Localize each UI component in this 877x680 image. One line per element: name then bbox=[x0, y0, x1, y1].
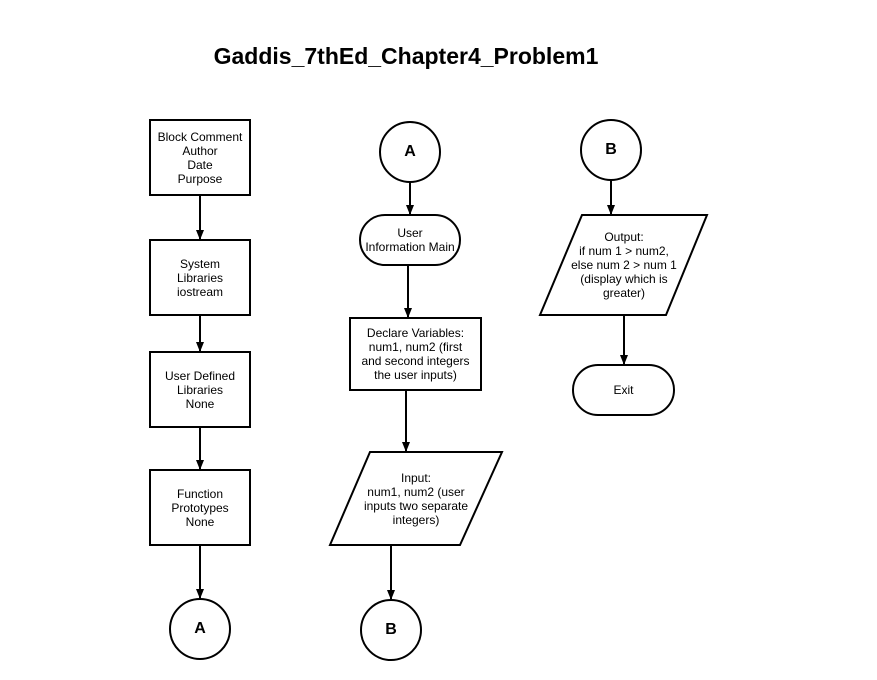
declare-variables-box bbox=[349, 317, 482, 391]
block-comment-label: Block Comment Author Date Purpose bbox=[157, 129, 243, 186]
exit-terminal bbox=[572, 364, 675, 416]
connector-b-out-label: B bbox=[385, 621, 397, 638]
output-label: Output: if num 1 > num2, else num 2 > nu… bbox=[571, 230, 677, 300]
user-libraries-label: User Defined Libraries None bbox=[164, 368, 236, 411]
connector-b-out-circle bbox=[360, 599, 422, 661]
connector-b-in-label: B bbox=[605, 141, 617, 158]
declare-variables-label: Declare Variables: num1, num2 (first and… bbox=[361, 326, 470, 382]
block-comment-box bbox=[149, 119, 251, 196]
diagram-title: Gaddis_7thEd_Chapter4_Problem1 bbox=[213, 43, 599, 69]
system-libraries-label: System Libraries iostream bbox=[176, 256, 224, 299]
connector-a-out-label: A bbox=[194, 620, 206, 637]
main-terminal bbox=[359, 214, 461, 266]
input-label: Input: num1, num2 (user inputs two separ… bbox=[363, 470, 469, 527]
connector-a-out-circle bbox=[169, 598, 231, 660]
exit-label: Exit bbox=[613, 383, 634, 397]
function-prototypes-label: Function Prototypes None bbox=[171, 486, 229, 529]
system-libraries-box bbox=[149, 239, 251, 316]
input-parallelogram bbox=[328, 451, 504, 546]
connector-a-in-label: A bbox=[404, 143, 416, 160]
function-prototypes-box bbox=[149, 469, 251, 546]
output-parallelogram bbox=[538, 214, 709, 316]
main-label: User Information Main bbox=[365, 226, 455, 254]
